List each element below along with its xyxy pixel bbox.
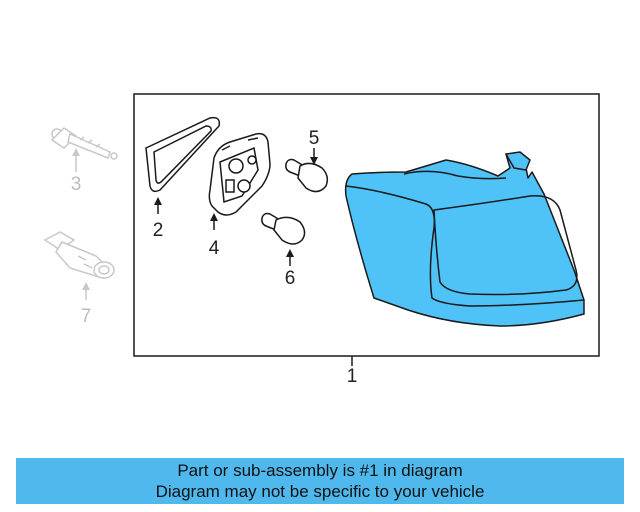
banner-line-2: Diagram may not be specific to your vehi… (155, 482, 485, 501)
upper-bulb-part (285, 158, 329, 193)
ghost-bolt-part (50, 127, 118, 160)
callout-2: 2 (153, 220, 164, 241)
lamp-lens-face (345, 185, 585, 307)
gasket-part (145, 116, 221, 193)
banner-line-1: Part or sub-assembly is #1 in diagram (177, 461, 463, 480)
callout-7: 7 (81, 306, 92, 327)
assembly-frame (133, 93, 600, 357)
tail-lamp-assembly[interactable] (344, 151, 585, 327)
arrow-2 (154, 197, 162, 205)
lamp-body[interactable] (344, 153, 585, 327)
lamp-mount-tab (505, 151, 531, 171)
ghost-arrow-3 (72, 148, 80, 156)
lamp-inner-lens (433, 195, 578, 296)
diagram-notice-banner: Part or sub-assembly is #1 in diagram Di… (16, 458, 624, 504)
socket-plate-part (208, 132, 271, 216)
callout-3: 3 (71, 174, 82, 195)
callout-5: 5 (309, 128, 320, 149)
arrow-6 (286, 249, 294, 257)
ghost-socket-part (43, 231, 115, 279)
lower-bulb-part (261, 212, 306, 245)
callout-4: 4 (209, 238, 220, 259)
callout-1: 1 (347, 366, 358, 387)
ghost-arrow-7 (82, 282, 90, 290)
arrow-4 (210, 213, 218, 221)
lamp-top-edge (403, 170, 507, 180)
callout-6: 6 (285, 268, 296, 289)
arrow-5 (310, 157, 318, 165)
